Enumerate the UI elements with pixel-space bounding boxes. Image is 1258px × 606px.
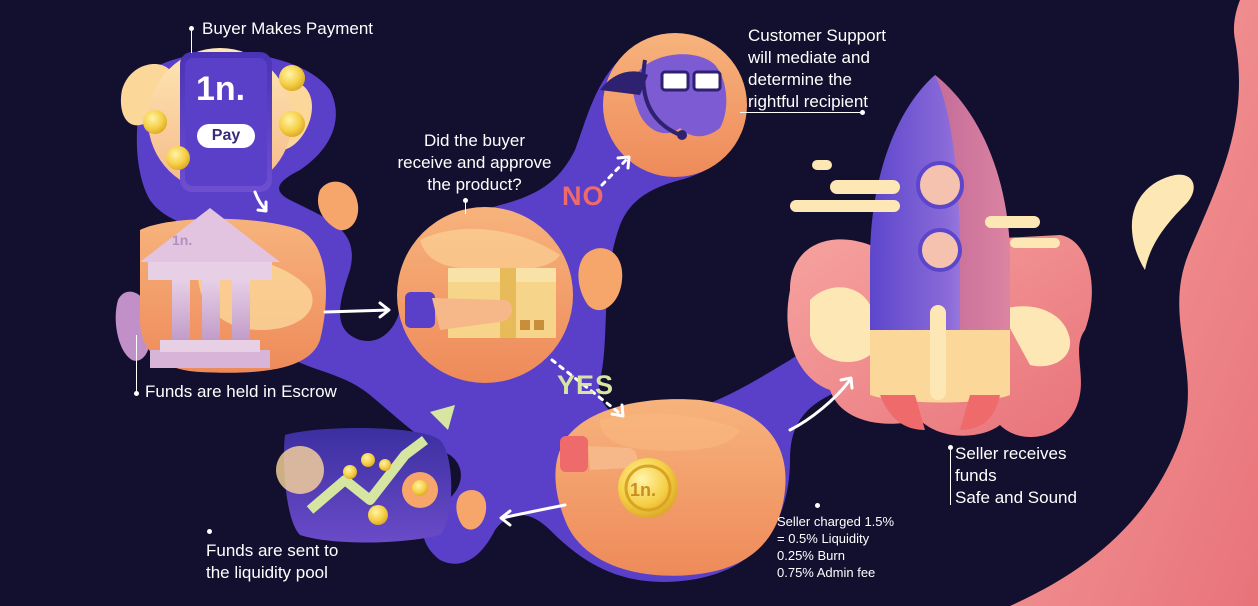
- pay-button[interactable]: Pay: [197, 124, 255, 148]
- fees-dot: [815, 503, 820, 508]
- escrow-connector: [136, 335, 137, 391]
- support-dot: [860, 110, 865, 115]
- fee-hand-icon: [560, 436, 638, 472]
- question-line-1: Did the buyer: [423, 131, 526, 150]
- brand-logo-coin: 1n.: [630, 480, 656, 500]
- fees-line-4: 0.75% Admin fee: [777, 565, 876, 580]
- seller-connector: [950, 450, 951, 505]
- fees-line-2: = 0.5% Liquidity: [777, 531, 870, 546]
- support-connector: [740, 112, 860, 113]
- brand-logo-bank: 1n.: [172, 232, 192, 248]
- peach-blob-mid: [317, 181, 359, 231]
- support-line-4: rightful recipient: [748, 92, 869, 111]
- arrows: [253, 155, 854, 527]
- seller-line-1: Seller receives: [955, 444, 1067, 463]
- seller-dot: [948, 445, 953, 450]
- arrow-to-support: [600, 156, 630, 187]
- seller-line-2: funds: [955, 466, 997, 485]
- support-line-3: determine the: [748, 70, 852, 89]
- cream-flame-shape: [1131, 174, 1194, 270]
- escrow-dot: [134, 391, 139, 396]
- seller-line-3: Safe and Sound: [955, 488, 1077, 507]
- peach-blob-bottom: [456, 490, 487, 530]
- branch-yes-label: YES: [557, 370, 615, 400]
- arrow-to-rocket: [788, 378, 852, 432]
- escrow-label: Funds are held in Escrow: [145, 382, 337, 401]
- question-line-2: receive and approve: [397, 153, 552, 172]
- support-line-2: will mediate and: [748, 48, 870, 67]
- liquidity-line-2: the liquidity pool: [206, 563, 328, 582]
- bank-icon: 1n.: [140, 208, 280, 368]
- payment-dot: [189, 26, 194, 31]
- question-label: Did the buyer receive and approve the pr…: [392, 130, 557, 196]
- support-agent-icon: [600, 54, 727, 140]
- peach-blob-center: [578, 248, 623, 311]
- question-line-3: the product?: [427, 175, 522, 194]
- arrow-escrow-to-product: [323, 308, 390, 314]
- question-connector: [465, 202, 466, 214]
- fees-line-1: Seller charged 1.5%: [777, 514, 895, 529]
- arrow-to-fees: [550, 358, 624, 417]
- rocket-icon: [870, 75, 1010, 430]
- fees-line-3: 0.25% Burn: [777, 548, 845, 563]
- fees-label: Seller charged 1.5% = 0.5% Liquidity 0.2…: [777, 513, 894, 581]
- seller-label: Seller receives funds Safe and Sound: [955, 443, 1077, 509]
- liquidity-screen: [276, 405, 455, 543]
- liquidity-dot: [207, 529, 212, 534]
- brand-logo-phone: 1n.: [196, 70, 245, 108]
- pink-wave-shape: [1010, 0, 1258, 606]
- liquidity-line-1: Funds are sent to: [206, 541, 339, 560]
- payment-label: Buyer Makes Payment: [202, 19, 374, 38]
- arrow-to-liquidity: [500, 503, 567, 520]
- liquidity-label: Funds are sent to the liquidity pool: [206, 540, 338, 584]
- hand-icon: [405, 292, 512, 330]
- branch-no-label: NO: [562, 181, 605, 211]
- payment-connector: [191, 31, 192, 53]
- support-label: Customer Support will mediate and determ…: [748, 25, 886, 113]
- coin-icon: [143, 65, 305, 170]
- support-line-1: Customer Support: [748, 26, 886, 45]
- question-dot: [463, 198, 468, 203]
- cloud-puff-icon: [790, 160, 1060, 248]
